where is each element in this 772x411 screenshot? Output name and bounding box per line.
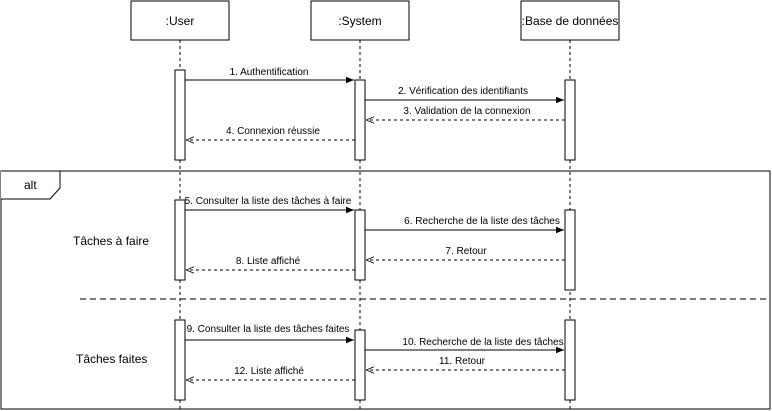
message-4: 4. Connexion réussie <box>186 126 355 140</box>
message-8-label: 8. Liste affiché <box>236 256 301 267</box>
message-5: 5. Consulter la liste des tâches à faire <box>185 196 354 214</box>
message-10-label: 10. Recherche de la liste des tâches <box>402 337 563 348</box>
message-4-label: 4. Connexion réussie <box>226 126 320 137</box>
message-12-label: 12. Liste affiché <box>234 366 304 377</box>
alt-fragment-operator: alt <box>24 178 37 192</box>
activation-system-3 <box>354 329 366 401</box>
message-7: 7. Retour <box>366 246 565 260</box>
message-9-label: 9. Consulter la liste des tâches faites <box>187 324 350 335</box>
message-2-label: 2. Vérification des identifiants <box>398 86 528 97</box>
activation-user-3 <box>174 319 186 401</box>
message-1: 1. Authentification <box>185 67 354 84</box>
participant-db: :Base de données <box>520 0 620 41</box>
activation-db-3 <box>564 319 576 401</box>
activation-system-2 <box>354 209 366 281</box>
activation-db-1 <box>564 79 576 161</box>
message-2: 2. Vérification des identifiants <box>365 86 564 104</box>
message-6-label: 6. Recherche de la liste des tâches <box>404 216 560 227</box>
guard-taches-a-faire: Tâches à faire <box>73 234 149 248</box>
guard-taches-faites: Tâches faites <box>76 352 147 366</box>
participant-user: :User <box>130 0 230 41</box>
message-11: 11. Retour <box>366 356 565 370</box>
participant-system: :System <box>310 0 410 41</box>
activation-system-1 <box>354 79 366 161</box>
participant-db-label: :Base de données <box>522 14 619 28</box>
message-1-label: 1. Authentification <box>230 67 309 78</box>
message-9: 9. Consulter la liste des tâches faites <box>185 324 354 344</box>
message-3-label: 3. Validation de la connexion <box>403 106 530 117</box>
message-11-label: 11. Retour <box>439 356 486 367</box>
message-12: 12. Liste affiché <box>186 366 355 380</box>
message-8: 8. Liste affiché <box>186 256 355 270</box>
participant-system-label: :System <box>338 14 381 28</box>
activation-user-2 <box>174 199 186 281</box>
message-5-label: 5. Consulter la liste des tâches à faire <box>185 196 352 207</box>
activation-db-2 <box>564 209 576 291</box>
message-10: 10. Recherche de la liste des tâches <box>365 337 564 354</box>
alt-fragment-tab <box>1 170 61 200</box>
message-7-label: 7. Retour <box>445 246 487 257</box>
message-3: 3. Validation de la connexion <box>366 106 565 120</box>
alt-fragment-frame <box>0 170 771 410</box>
message-6: 6. Recherche de la liste des tâches <box>365 216 564 234</box>
activation-user-1 <box>174 69 186 161</box>
participant-user-label: :User <box>166 14 195 28</box>
